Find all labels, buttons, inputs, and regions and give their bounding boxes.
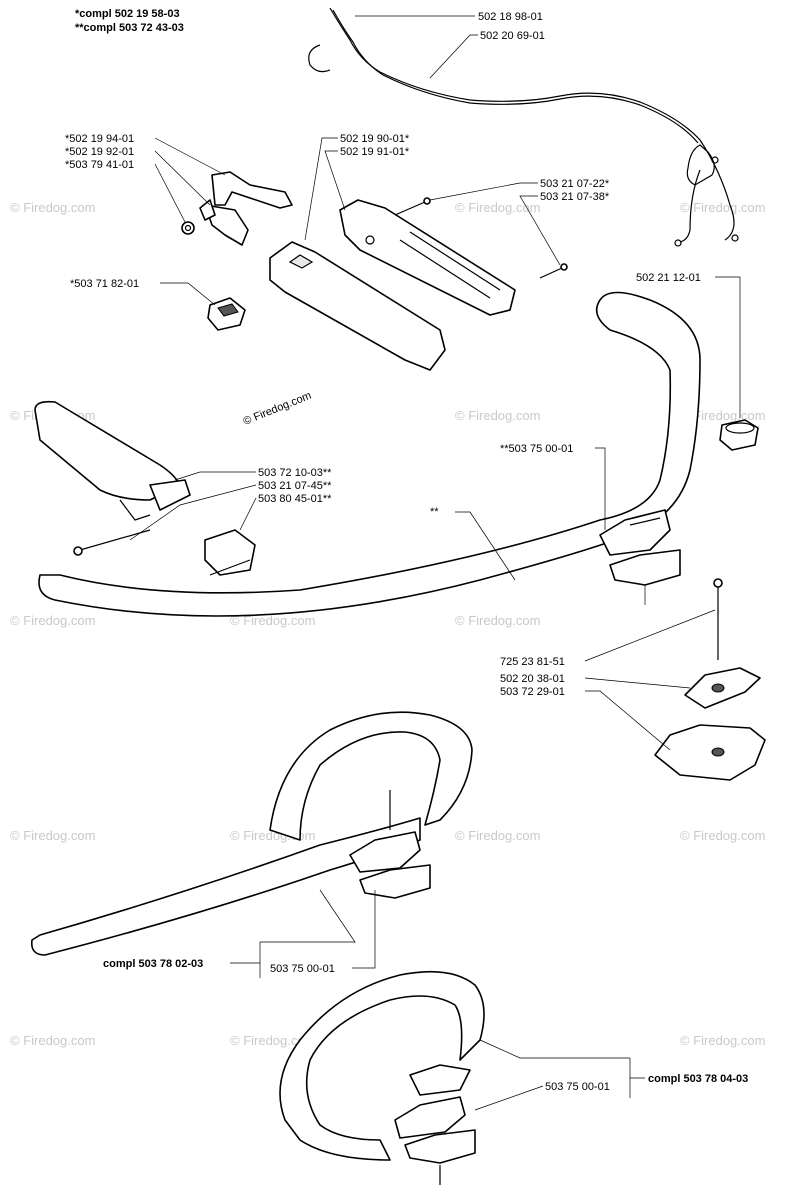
leader-line — [429, 182, 538, 201]
leader-line — [154, 137, 226, 176]
watermark: © Firedog.com — [455, 408, 540, 423]
part-label-502-19-94-01: *502 19 94-01 — [65, 133, 134, 145]
leader-line — [239, 497, 257, 531]
grommet — [719, 419, 759, 451]
throttle-trigger — [181, 171, 293, 246]
watermark: © Firedog.com — [10, 200, 95, 215]
part-label-503-75-00-01-top: **503 75 00-01 — [500, 443, 573, 455]
watermark: © Firedog.com — [455, 613, 540, 628]
group-bracket — [230, 942, 261, 978]
part-label-503-75-00-01-mid: 503 75 00-01 — [270, 963, 335, 975]
leader-line — [474, 1085, 544, 1111]
center-watermark: © Firedog.com — [242, 390, 314, 428]
watermark: © Firedog.com — [10, 1033, 95, 1048]
group-label-503-78-02-03: compl 503 78 02-03 — [103, 958, 203, 970]
leader-line — [584, 677, 691, 689]
leader-line — [324, 150, 346, 211]
watermark: © Firedog.com — [10, 613, 95, 628]
compl-kit-1: *compl 502 19 58-03 — [75, 8, 180, 20]
part-label-725-23-81-51: 725 23 81-51 — [500, 656, 565, 668]
part-label-502-19-92-01: *502 19 92-01 — [65, 146, 134, 158]
part-label-503-79-41-01: *503 79 41-01 — [65, 159, 134, 171]
leader-line — [304, 137, 338, 241]
stop-switch — [207, 297, 246, 331]
leader-line — [352, 890, 376, 969]
leader-line — [595, 447, 606, 530]
compl-kit-2: **compl 503 72 43-03 — [75, 22, 184, 34]
leader-line — [160, 282, 216, 306]
grip-spacer — [204, 529, 256, 576]
handlebar — [38, 291, 701, 617]
leader-line — [585, 690, 671, 751]
handle-halves — [269, 199, 516, 371]
leader-line — [154, 150, 211, 206]
watermark: © Firedog.com — [680, 1033, 765, 1048]
part-label-502-21-12-01: 502 21 12-01 — [636, 272, 701, 284]
loop-handle-assembly — [30, 711, 473, 956]
watermark: © Firedog.com — [230, 1033, 315, 1048]
part-label-502-19-91-01: 502 19 91-01* — [340, 146, 410, 158]
wire-harness — [308, 7, 739, 247]
part-label-503-80-45-01: 503 80 45-01** — [258, 493, 332, 505]
leader-line — [129, 484, 257, 541]
leader-line — [519, 195, 561, 266]
watermark: © Firedog.com — [455, 200, 540, 215]
leader-line — [455, 511, 516, 581]
group-bracket — [629, 1058, 645, 1098]
part-label-502-20-38-01: 502 20 38-01 — [500, 673, 565, 685]
grip-bolt — [73, 529, 151, 556]
part-label-503-75-00-01-bot: 503 75 00-01 — [545, 1081, 610, 1093]
part-label-502-20-69-01: 502 20 69-01 — [480, 30, 545, 42]
part-label-503-71-82-01: *503 71 82-01 — [70, 278, 139, 290]
leader-line — [174, 471, 256, 481]
part-label-503-21-07-38: 503 21 07-38* — [540, 191, 610, 203]
leader-line — [154, 163, 186, 223]
part-label-503-21-07-22: 503 21 07-22* — [540, 178, 610, 190]
leader-line — [260, 889, 356, 943]
watermark: © Firedog.com — [680, 200, 765, 215]
leader-line — [479, 1039, 630, 1059]
part-label-503-21-07-45: 503 21 07-45** — [258, 480, 332, 492]
handle-screws — [394, 197, 568, 279]
part-label-503-72-29-01: 503 72 29-01 — [500, 686, 565, 698]
leader-line — [429, 34, 478, 79]
watermark: © Firedog.com — [455, 828, 540, 843]
part-label-502-18-98-01: 502 18 98-01 — [478, 11, 543, 23]
leader-line — [584, 609, 716, 662]
leader-line — [715, 276, 741, 418]
watermark: © Firedog.com — [10, 828, 95, 843]
group-label-503-78-04-03: compl 503 78 04-03 — [648, 1073, 748, 1085]
watermark: © Firedog.com — [680, 408, 765, 423]
part-label-502-19-90-01: 502 19 90-01* — [340, 133, 410, 145]
part-label-handlebar: ** — [430, 506, 439, 518]
watermark: © Firedog.com — [680, 828, 765, 843]
watermark: © Firedog.com — [230, 613, 315, 628]
handlebar-clamp — [599, 509, 681, 586]
rubber-grip — [34, 400, 191, 521]
loop-handle-2 — [279, 970, 485, 1185]
knob-assembly — [654, 578, 766, 781]
part-label-503-72-10-03: 503 72 10-03** — [258, 467, 332, 479]
